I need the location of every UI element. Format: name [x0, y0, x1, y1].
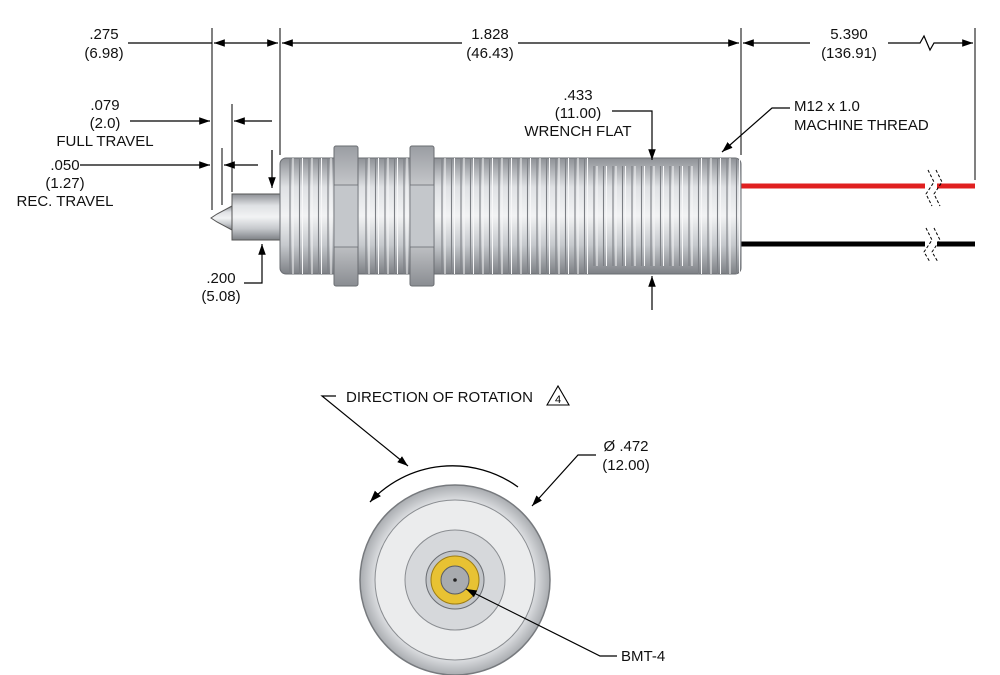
rotation-arc-arrow — [369, 465, 519, 503]
lead-length-mm-label: (136.91) — [821, 45, 877, 62]
wrench-flat-text-label: WRENCH FLAT — [524, 123, 631, 140]
rod-diameter-mm-label: (5.08) — [201, 288, 240, 305]
wrench-flat-mm-label: (11.00) — [555, 105, 601, 122]
body-length-mm-label: (46.43) — [466, 45, 514, 62]
rec-travel-mm-label: (1.27) — [45, 175, 84, 192]
leader-thread — [721, 107, 790, 153]
diameter-mm-label: (12.00) — [602, 457, 650, 474]
note-number-label: 4 — [555, 394, 561, 406]
wrench-flat-inch-label: .433 — [563, 87, 592, 104]
end-view: DIRECTION OF ROTATION 4 Ø .472 (12.00) B… — [320, 384, 665, 675]
diameter-inch-label: Ø .472 — [603, 438, 648, 455]
piston-rod — [231, 193, 281, 241]
full-travel-text-label: FULL TRAVEL — [56, 133, 153, 150]
leader-wrench-flat-top — [612, 110, 656, 160]
body-length-inch-label: 1.828 — [471, 26, 509, 43]
body-threads — [289, 158, 740, 274]
lead-length-inch-label: 5.390 — [830, 26, 868, 43]
full-travel-mm-label: (2.0) — [90, 115, 121, 132]
stroke-inch-label: .275 — [89, 26, 118, 43]
lock-nut-1 — [333, 145, 359, 287]
side-view: .275 (6.98) 1.828 (46.43) 5.390 (136.91)… — [17, 26, 976, 310]
full-travel-inch-label: .079 — [90, 97, 119, 114]
rod-diameter-inch-label: .200 — [206, 270, 235, 287]
stroke-mm-label: (6.98) — [84, 45, 123, 62]
lead-wires — [741, 169, 975, 263]
lock-nut-2 — [409, 145, 435, 287]
thread-type-label: MACHINE THREAD — [794, 117, 929, 134]
leader-rotation — [320, 395, 409, 467]
note-triangle-icon: 4 — [546, 384, 570, 406]
rod-tip — [210, 205, 233, 231]
button-center-dot — [453, 578, 457, 582]
leader-rod-diameter — [244, 244, 266, 284]
thread-spec-label: M12 x 1.0 — [794, 98, 860, 115]
dim-line-lead-break — [888, 34, 973, 52]
leader-bmt — [465, 588, 617, 657]
bmt-label: BMT-4 — [621, 648, 665, 665]
leader-diameter — [531, 454, 596, 507]
rotation-label: DIRECTION OF ROTATION — [346, 389, 533, 406]
rec-travel-inch-label: .050 — [50, 157, 79, 174]
rec-travel-text-label: REC. TRAVEL — [17, 193, 114, 210]
wire-break-mark-2 — [931, 169, 943, 263]
wire-break-mark — [923, 169, 935, 263]
